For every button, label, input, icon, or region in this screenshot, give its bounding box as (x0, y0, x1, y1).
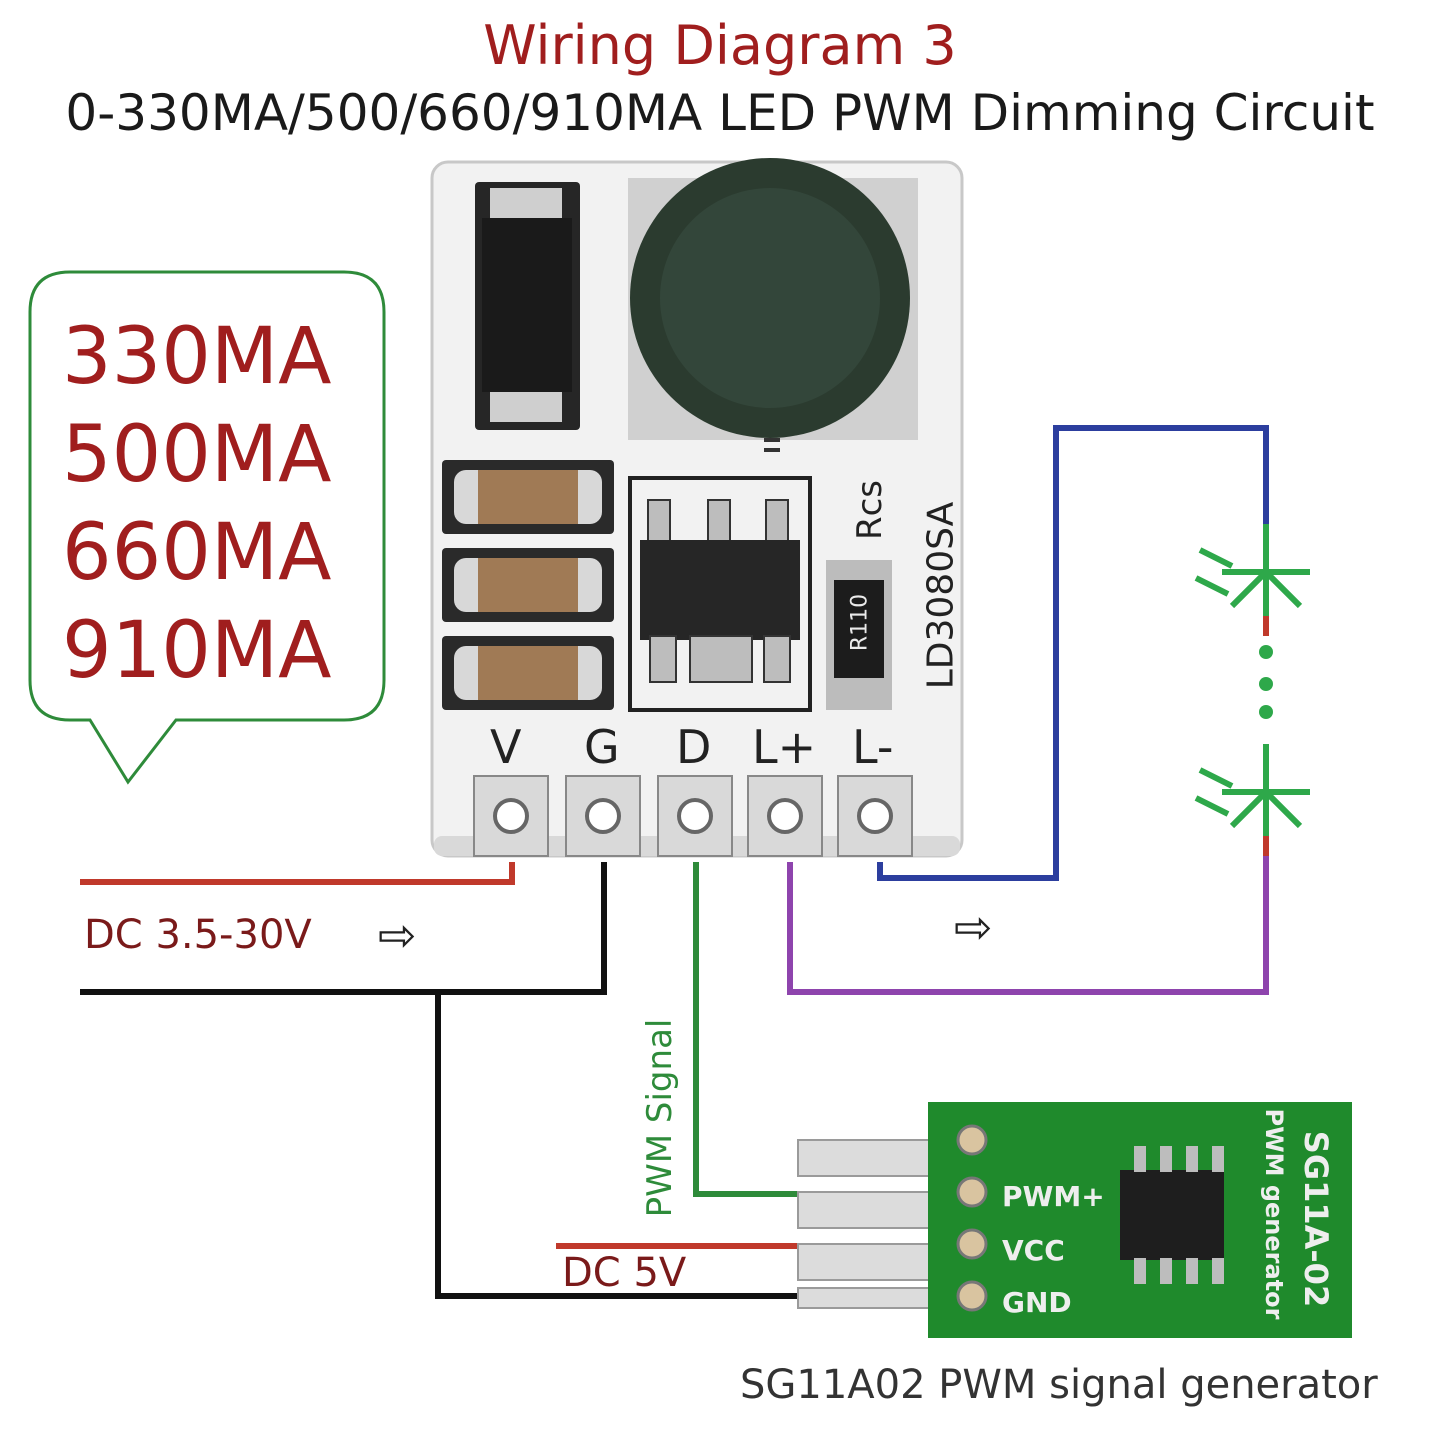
current-option-3: 660MA (62, 508, 332, 598)
generator-header-pin-2 (797, 1191, 939, 1229)
inductor-highlight (660, 188, 880, 408)
power-wire (80, 862, 515, 885)
generator-header-pin-3 (797, 1243, 939, 1281)
generator-pin-pwm: PWM+ (1002, 1180, 1105, 1213)
current-arrow-icon: ⇨ (954, 900, 993, 954)
pin-hole-1 (493, 798, 529, 834)
current-option-4: 910MA (62, 606, 332, 696)
pin-hole-4 (767, 798, 803, 834)
capacitor-3 (442, 636, 614, 710)
generator-ic (1120, 1170, 1224, 1260)
pin-label-l-minus: L- (852, 720, 894, 774)
sense-resistor-label: Rcs (850, 479, 890, 541)
led-1-icon (1194, 524, 1310, 620)
generator-pad-2 (956, 1176, 988, 1208)
driver-ic-tab-left (649, 635, 677, 683)
generator-model: SG11A-02 (1297, 1130, 1335, 1308)
diode-pad-top (490, 188, 562, 218)
capacitor-2 (442, 548, 614, 622)
pin-label-g: G (584, 720, 620, 774)
generator-ic-leg-top-1 (1134, 1146, 1146, 1172)
pin-label-v: V (490, 720, 522, 774)
pwm-signal-wire (693, 862, 800, 1197)
sense-resistor (834, 580, 884, 678)
power-input-label: DC 3.5-30V (84, 912, 312, 958)
pin-label-d: D (676, 720, 712, 774)
generator-subtitle: PWM generator (1260, 1108, 1288, 1320)
driver-ic (640, 540, 800, 640)
ground-to-generator-wire (435, 992, 800, 1299)
ellipsis-dot-3 (1259, 705, 1273, 719)
led-2-icon (1194, 744, 1310, 840)
diode-pad-bottom (490, 392, 562, 422)
generator-header-pin-4 (797, 1287, 939, 1309)
pwm-signal-label: PWM Signal (640, 1018, 680, 1218)
generator-ic-leg-bottom-2 (1160, 1258, 1172, 1284)
capacitor-1 (442, 460, 614, 534)
sense-resistor-code: R110 (847, 593, 873, 652)
ellipsis-dot-2 (1259, 677, 1273, 691)
generator-ic-leg-top-3 (1186, 1146, 1198, 1172)
pin-hole-5 (857, 798, 893, 834)
silkscreen-mark (764, 438, 780, 442)
diode-body (482, 218, 572, 392)
pin-hole-2 (585, 798, 621, 834)
generator-ic-leg-bottom-3 (1186, 1258, 1198, 1284)
generator-caption: SG11A02 PWM signal generator (740, 1362, 1378, 1408)
ground-wire (80, 862, 607, 995)
generator-ic-leg-top-2 (1160, 1146, 1172, 1172)
generator-ic-leg-top-4 (1212, 1146, 1224, 1172)
ic-silkscreen-outline (628, 476, 812, 712)
diagram-subtitle: 0-330MA/500/660/910MA LED PWM Dimming Ci… (65, 84, 1375, 142)
power-arrow-icon: ⇨ (378, 908, 417, 962)
led-minus-wire (877, 425, 1269, 881)
driver-ic-tab (689, 635, 753, 683)
dc5v-label: DC 5V (562, 1250, 687, 1296)
current-options-bubble (28, 270, 386, 785)
generator-ic-leg-bottom-1 (1134, 1258, 1146, 1284)
silkscreen-mark-2 (764, 448, 780, 452)
pin-label-l-plus: L+ (752, 720, 817, 774)
current-option-1: 330MA (62, 312, 332, 402)
ellipsis-dot-1 (1259, 645, 1273, 659)
part-number: LD3080SA (920, 501, 962, 690)
driver-ic-tab-right (763, 635, 791, 683)
led-plus-wire (787, 846, 1269, 995)
pin-hole-3 (677, 798, 713, 834)
diagram-title: Wiring Diagram 3 (483, 14, 957, 77)
generator-ic-leg-bottom-4 (1212, 1258, 1224, 1284)
generator-pad-4 (956, 1280, 988, 1312)
generator-pin-gnd: GND (1002, 1286, 1072, 1319)
generator-pad-3 (956, 1228, 988, 1260)
generator-pin-vcc: VCC (1002, 1234, 1065, 1267)
current-option-2: 500MA (62, 410, 332, 500)
generator-header-pin-1 (797, 1139, 939, 1177)
generator-pad-1 (956, 1124, 988, 1156)
